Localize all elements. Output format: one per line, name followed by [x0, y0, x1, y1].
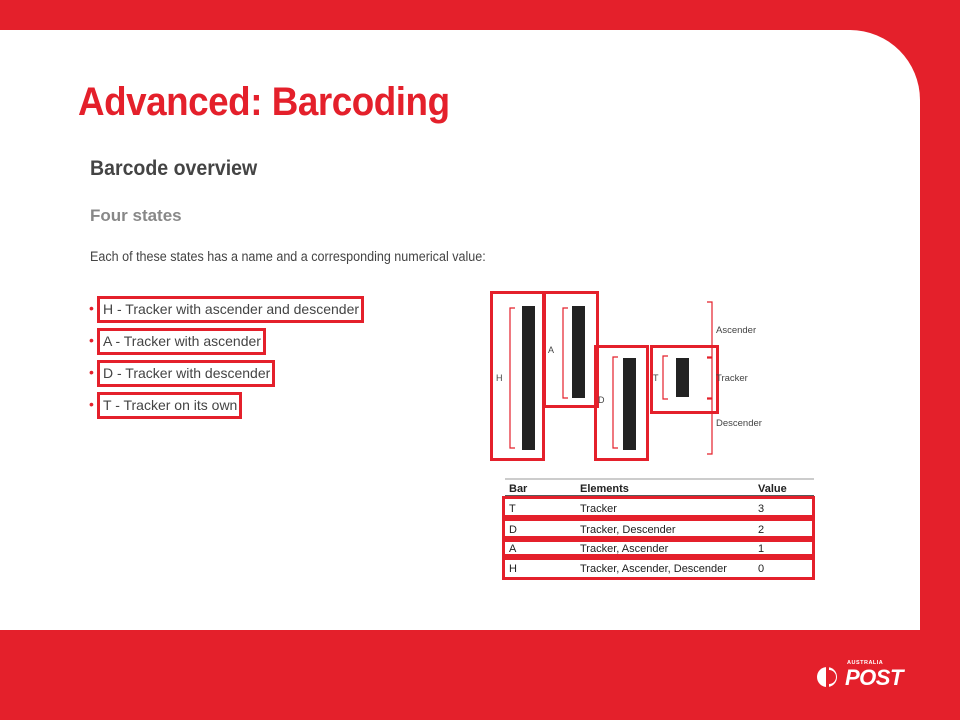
table-cell-elements: Tracker [580, 503, 617, 515]
table-cell-value: 0 [758, 563, 764, 575]
state-item-label: H - Tracker with ascender and descender [97, 296, 365, 323]
bar-t-label: T [653, 373, 659, 383]
bar-d [623, 358, 636, 450]
tracker-bracket [707, 357, 713, 399]
table-cell-bar: A [509, 543, 517, 555]
section-heading: Four states [90, 206, 182, 225]
logo-brand-text: POST [845, 665, 903, 690]
bullet-icon: • [89, 396, 94, 412]
table-cell-bar: D [509, 524, 517, 536]
table-row-highlight [502, 557, 815, 580]
bar-d-highlight [594, 345, 649, 461]
table-row-highlight [502, 539, 815, 557]
logo-country-text: AUSTRALIA [847, 660, 884, 666]
post-logo-icon [817, 667, 837, 687]
table-row: T Tracker 3 [502, 496, 815, 518]
table-cell-bar: T [509, 503, 516, 515]
australia-post-logo: AUSTRALIA POST [816, 660, 916, 690]
bar-a [572, 306, 585, 398]
ascender-label: Ascender [716, 325, 756, 336]
bar-t-highlight [650, 345, 719, 414]
table-row: D Tracker, Descender 2 [502, 518, 815, 539]
intro-text: Each of these states has a name and a co… [90, 249, 486, 264]
descender-bracket [707, 398, 713, 455]
bar-d-label: D [598, 395, 605, 405]
table-header-bar: Bar [509, 483, 528, 495]
table-row: H Tracker, Ascender, Descender 0 [502, 557, 815, 580]
table-cell-value: 1 [758, 543, 764, 555]
bar-t-group: T [650, 345, 719, 414]
table-cell-elements: Tracker, Descender [580, 524, 676, 536]
slide-panel: Advanced: Barcoding Barcode overview Fou… [0, 30, 920, 630]
descender-label: Descender [716, 418, 762, 429]
table-cell-elements: Tracker, Ascender, Descender [580, 563, 727, 575]
bar-d-group: D [594, 345, 649, 461]
table-row-highlight [502, 518, 815, 539]
table-header-elements: Elements [580, 483, 629, 495]
state-item-label: T - Tracker on its own [97, 392, 243, 419]
bar-a-highlight [543, 291, 599, 408]
slide-subtitle: Barcode overview [90, 157, 258, 180]
tracker-label: Tracker [716, 373, 748, 384]
table-row: A Tracker, Ascender 1 [502, 539, 815, 557]
bar-h-group: H [490, 291, 545, 461]
bar-h [522, 306, 535, 450]
bullet-icon: • [89, 332, 94, 348]
bar-d-bracket [612, 356, 618, 449]
table-row-highlight [502, 496, 815, 518]
barcode-value-table: Bar Elements Value T Tracker 3 D Tracker… [502, 478, 815, 580]
table-cell-bar: H [509, 563, 517, 575]
bar-a-label: A [548, 345, 554, 355]
table-cell-value: 2 [758, 524, 764, 536]
bar-h-label: H [496, 373, 503, 383]
ascender-bracket [707, 301, 713, 358]
state-item-label: D - Tracker with descender [97, 360, 276, 387]
table-header-value: Value [758, 483, 787, 495]
table-cell-elements: Tracker, Ascender [580, 543, 669, 555]
state-item-label: A - Tracker with ascender [97, 328, 266, 355]
bar-t [676, 358, 689, 397]
slide-title: Advanced: Barcoding [78, 80, 450, 124]
bar-a-group: A [543, 291, 599, 408]
table-cell-value: 3 [758, 503, 764, 515]
barcode-diagram: H A D T [490, 291, 815, 580]
bar-a-bracket [562, 307, 568, 399]
bullet-icon: • [89, 300, 94, 316]
bullet-icon: • [89, 364, 94, 380]
bar-h-bracket [509, 307, 515, 449]
bar-t-bracket [662, 355, 668, 400]
